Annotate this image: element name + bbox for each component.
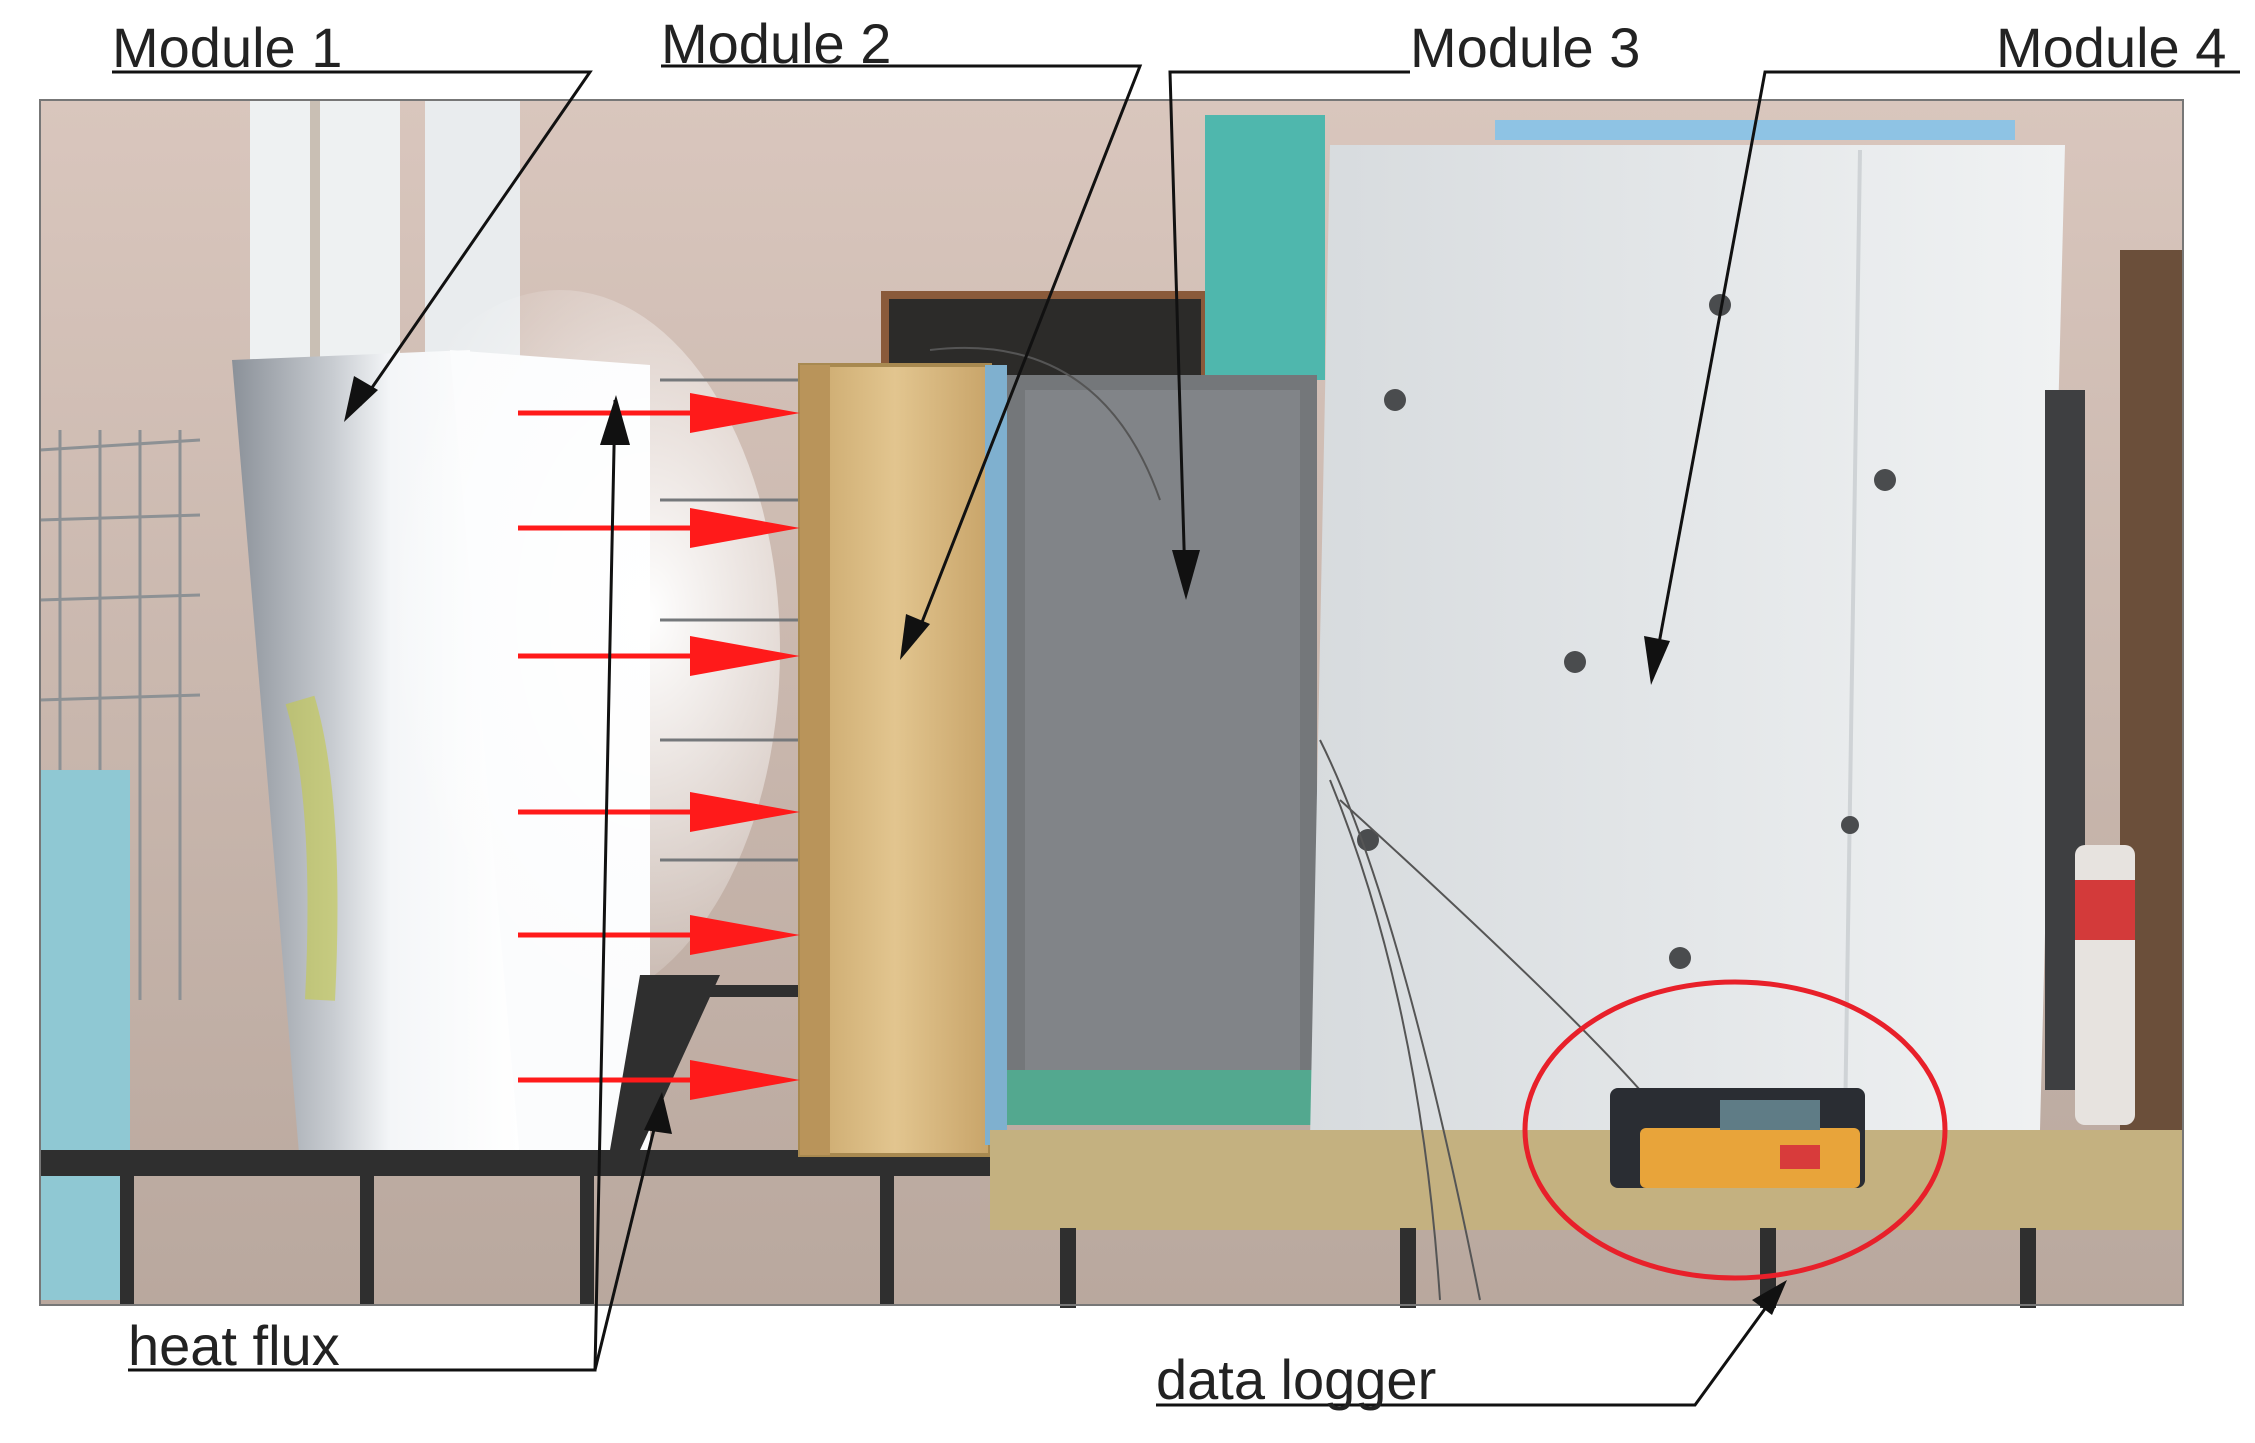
module-2-panel	[798, 363, 1007, 1157]
wire-fence	[39, 430, 201, 1000]
module-3-leader	[1168, 70, 1410, 581]
wire-fence	[660, 378, 800, 862]
heat-flux-arrow	[518, 915, 800, 955]
module-4-arrowhead	[1644, 636, 1670, 685]
module-1-arrowhead	[344, 376, 378, 422]
module-4-leader	[1653, 70, 2240, 666]
osb-table	[990, 1130, 2183, 1308]
window	[250, 100, 520, 360]
module-1-panel	[232, 290, 780, 1165]
module-2-leader	[661, 64, 1143, 641]
module-3-label: Module 3	[1410, 16, 1641, 79]
module-1-label: Module 1	[112, 16, 343, 79]
module-4-label: Module 4	[1996, 16, 2227, 79]
module-3-block	[1007, 115, 1325, 1125]
data-logger-leader	[1156, 1294, 1777, 1407]
module-3-arrowhead	[1172, 550, 1200, 600]
heat-flux-leader-b	[593, 1104, 662, 1371]
insulation-board	[40, 770, 130, 1300]
thermocouple-wires	[929, 346, 1641, 1301]
module-2-label: Module 2	[661, 12, 892, 75]
heat-flux-label: heat flux	[128, 1314, 340, 1377]
data-logger-highlight	[1522, 979, 1948, 1281]
heat-flux-arrowhead-a	[600, 395, 630, 445]
heat-flux-arrow	[518, 792, 800, 832]
data-logger-label: data logger	[1156, 1348, 1437, 1411]
leader-lines	[112, 64, 2240, 1407]
heat-flux-arrowhead-b	[644, 1092, 672, 1134]
background-shelf	[2045, 250, 2183, 1150]
data-logger-device	[1610, 1088, 1865, 1188]
module-2-arrowhead	[900, 614, 930, 660]
heat-flux-arrow	[518, 393, 800, 433]
data-logger-arrowhead	[1752, 1280, 1787, 1315]
leader-arrowheads	[344, 376, 1787, 1315]
photo-border	[39, 99, 2184, 1306]
heat-flux-arrow	[518, 1060, 800, 1100]
module-1-leader	[112, 70, 593, 406]
heat-flux-arrow	[518, 508, 800, 548]
heat-flux-arrows	[518, 393, 800, 1100]
